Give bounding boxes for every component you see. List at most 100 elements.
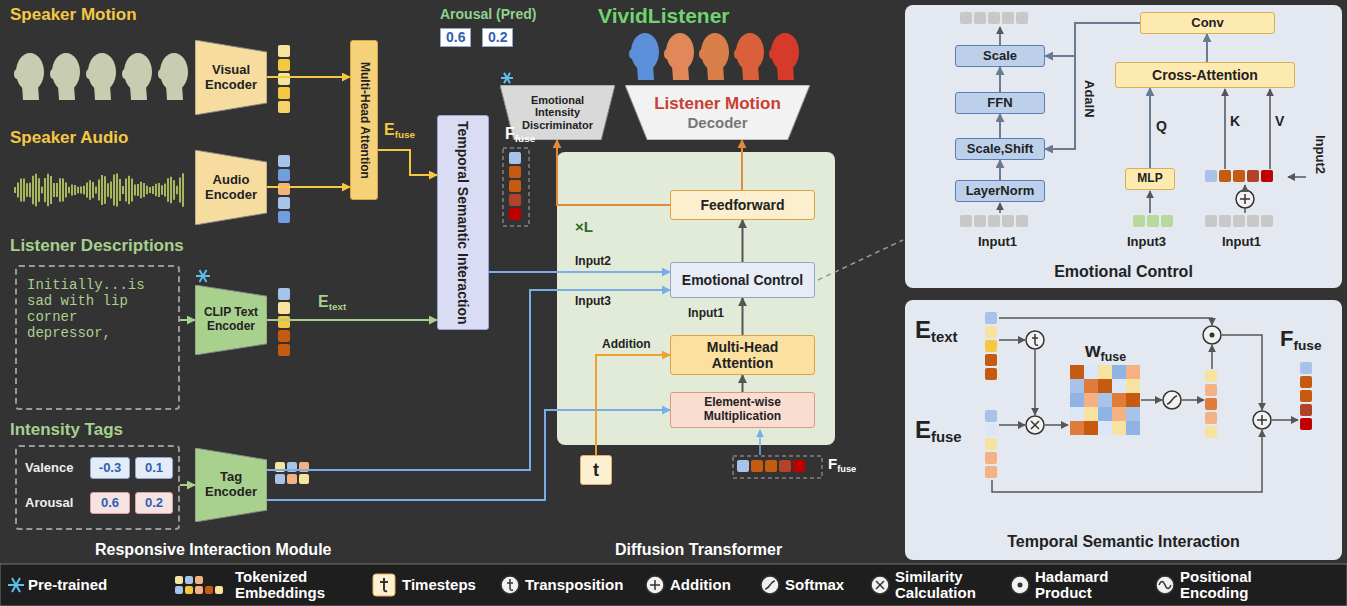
token <box>985 410 997 422</box>
label-text: w <box>1085 339 1101 361</box>
node-text: Element-wise Multiplication <box>675 396 810 424</box>
waveform <box>173 180 175 199</box>
heatmap-cell <box>1098 407 1112 421</box>
snowflake <box>200 270 207 282</box>
label: Ffuse <box>828 455 856 475</box>
waveform <box>35 174 37 207</box>
waveform <box>167 178 169 201</box>
token <box>985 452 997 464</box>
label-text: E <box>384 121 395 138</box>
legend-text: Positional Encoding <box>1180 566 1290 604</box>
label-text: E <box>915 316 931 343</box>
token <box>765 460 777 472</box>
subscript-text: fuse <box>1293 338 1321 353</box>
value-cell: -0.3 <box>90 457 130 479</box>
token <box>278 87 290 99</box>
token <box>985 340 997 352</box>
legend-text: Pre-trained <box>28 566 138 604</box>
label-text: Input1 <box>978 234 1017 249</box>
token <box>1205 384 1217 396</box>
token <box>275 474 285 484</box>
waveform <box>53 183 55 197</box>
token-frame <box>733 456 822 478</box>
decor-line <box>999 339 1025 341</box>
operator-glyph <box>1159 582 1171 589</box>
node-text: Visual Encoder <box>199 63 263 93</box>
token <box>985 368 997 380</box>
connector <box>489 271 670 273</box>
process-box: Multi-Head Attention <box>670 335 815 375</box>
node-text: t <box>593 460 599 481</box>
operator-symbol <box>1163 391 1181 409</box>
waveform <box>32 176 34 205</box>
timestep-box: t <box>580 455 612 485</box>
label: 0.2 <box>482 28 513 47</box>
timestep-glyph <box>380 578 388 591</box>
node-text: Scale <box>983 49 1017 64</box>
label: Speaker Audio <box>10 128 128 148</box>
detail-panel: Emotional ControlScaleFFNScale,ShiftLaye… <box>905 5 1342 288</box>
node-text: Conv <box>1191 16 1224 31</box>
connector <box>741 140 743 190</box>
token <box>278 330 290 342</box>
token <box>278 73 290 85</box>
label-text: K <box>1230 113 1240 129</box>
heatmap-cell <box>1098 365 1112 379</box>
decor-arrow <box>1244 185 1246 190</box>
label-text: Arousal (Pred) <box>440 6 536 22</box>
subscript-text: fuse <box>931 429 962 445</box>
layer-box: Scale <box>955 45 1045 67</box>
waveform <box>182 173 184 207</box>
waveform <box>38 178 40 202</box>
operator-symbol <box>501 576 519 594</box>
waveform <box>170 177 172 204</box>
waveform <box>122 186 124 194</box>
token <box>278 288 290 300</box>
node-text: Emotional Intensity Discriminator <box>512 94 603 132</box>
subscript-text: fuse <box>395 129 415 140</box>
token <box>985 438 997 450</box>
node-text: Arousal <box>25 496 73 511</box>
heatmap-cell <box>1084 365 1098 379</box>
decor-arrow <box>1288 176 1306 178</box>
waveform <box>146 186 148 195</box>
operator-symbol <box>1156 576 1174 594</box>
label-text: VividListener <box>598 4 730 27</box>
waveform <box>158 183 160 197</box>
token-frame <box>503 148 529 226</box>
node-text: FFN <box>987 96 1012 111</box>
token <box>1219 215 1231 227</box>
operator-glyph <box>1240 194 1250 204</box>
legend-text: Tokenized Embeddings <box>235 566 335 604</box>
waveform <box>116 173 118 206</box>
decor-arrow <box>1269 89 1271 169</box>
token <box>175 576 183 584</box>
token <box>1300 390 1312 402</box>
label-text: Input3 <box>575 294 611 308</box>
trapezoid-outline <box>195 448 267 522</box>
token <box>988 215 1000 227</box>
operator-symbol <box>1236 190 1254 208</box>
node-text: Emotional Control <box>905 263 1342 281</box>
connector <box>180 319 195 321</box>
label: Input1 <box>688 306 724 320</box>
waveform <box>71 184 73 195</box>
heatmap-cell <box>1084 407 1098 421</box>
decor-line <box>1211 345 1213 369</box>
label-text: Input1 <box>688 306 724 320</box>
process-box: Emotional Control <box>670 262 815 298</box>
heatmap-cell <box>1112 365 1126 379</box>
token <box>278 302 290 314</box>
token <box>1261 170 1273 182</box>
waveform <box>176 186 178 195</box>
waveform <box>56 183 58 197</box>
heatmap-cell <box>1126 421 1140 435</box>
heatmap-cell <box>1098 379 1112 393</box>
waveform <box>14 187 16 193</box>
operator-symbol <box>1011 576 1029 594</box>
label: Ffuse <box>1280 326 1321 354</box>
token <box>509 194 521 206</box>
snowflake <box>504 73 510 83</box>
waveform <box>74 185 76 195</box>
encoder-trapezoid: Tag Encoder <box>195 448 267 522</box>
